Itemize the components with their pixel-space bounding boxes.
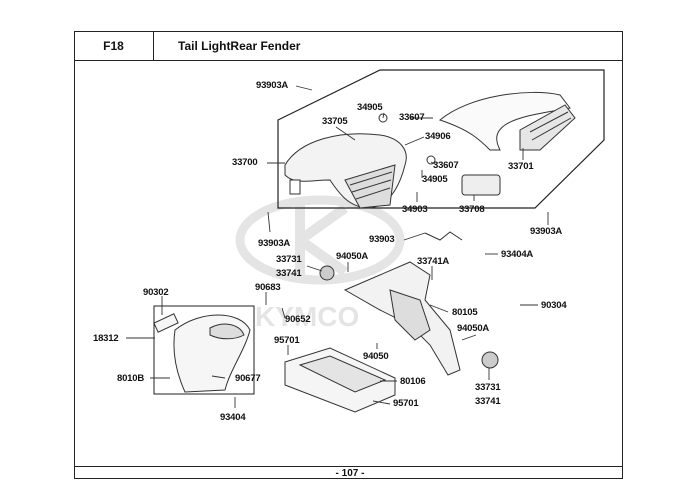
part-label: 90304 [541, 300, 567, 311]
part-label: 8010B [117, 373, 144, 384]
part-label: 93404A [501, 249, 534, 260]
part-label: 94050 [363, 351, 389, 362]
part-label: 95701 [393, 398, 419, 409]
watermark-text: KYMCO [255, 301, 359, 332]
part-label: 90683 [255, 282, 281, 293]
part-label: 33701 [508, 161, 534, 172]
part-label: 33607 [433, 160, 459, 171]
part-label: 95701 [274, 335, 300, 346]
part-label: 93903A [530, 226, 563, 237]
part-label: 93404 [220, 412, 246, 423]
part-label: 33741 [276, 268, 302, 279]
part-label: 90652 [285, 314, 311, 325]
inner-fender [153, 313, 251, 393]
part-label: 90302 [143, 287, 169, 298]
part-label: 93903A [256, 80, 289, 91]
diagram-frame [74, 31, 623, 479]
part-label: 80106 [400, 376, 426, 387]
tail-light-group-outline [277, 69, 605, 209]
kymco-watermark-logo: KYMCO [235, 195, 405, 332]
section-title: Tail LightRear Fender [178, 38, 301, 53]
license-light [378, 113, 501, 196]
part-label: 33731 [475, 382, 501, 393]
part-label: 33731 [276, 254, 302, 265]
part-label: 34905 [357, 102, 383, 113]
part-label: 34903 [402, 204, 428, 215]
part-label: 33705 [322, 116, 348, 127]
page-number: - 107 - [335, 468, 365, 479]
part-label: 94050A [457, 323, 490, 334]
ground-wire [424, 231, 463, 241]
part-label: 80105 [452, 307, 478, 318]
reflector-left [319, 265, 335, 281]
part-label: 33741A [417, 256, 450, 267]
part-label: 33708 [459, 204, 485, 215]
tail-light-housing [284, 133, 407, 209]
section-code: F18 [74, 31, 154, 60]
tail-light-lens [438, 91, 576, 151]
part-label: 33700 [232, 157, 258, 168]
under-tray [284, 347, 396, 413]
footer-divider [74, 466, 623, 467]
inner-fender-box [153, 305, 255, 395]
part-label: 90677 [235, 373, 261, 384]
part-label: 93903A [258, 238, 291, 249]
part-label: 94050A [336, 251, 369, 262]
leader-lines [126, 85, 549, 408]
part-label: 34906 [425, 131, 451, 142]
part-label: 34905 [422, 174, 448, 185]
part-label: 33607 [399, 112, 425, 123]
rear-fender [343, 261, 461, 376]
part-label: 18312 [93, 333, 119, 344]
part-label: 93903 [369, 234, 395, 245]
part-label: 33741 [475, 396, 501, 407]
reflector-right [481, 351, 499, 369]
header-bar: F18 Tail LightRear Fender [74, 31, 623, 61]
